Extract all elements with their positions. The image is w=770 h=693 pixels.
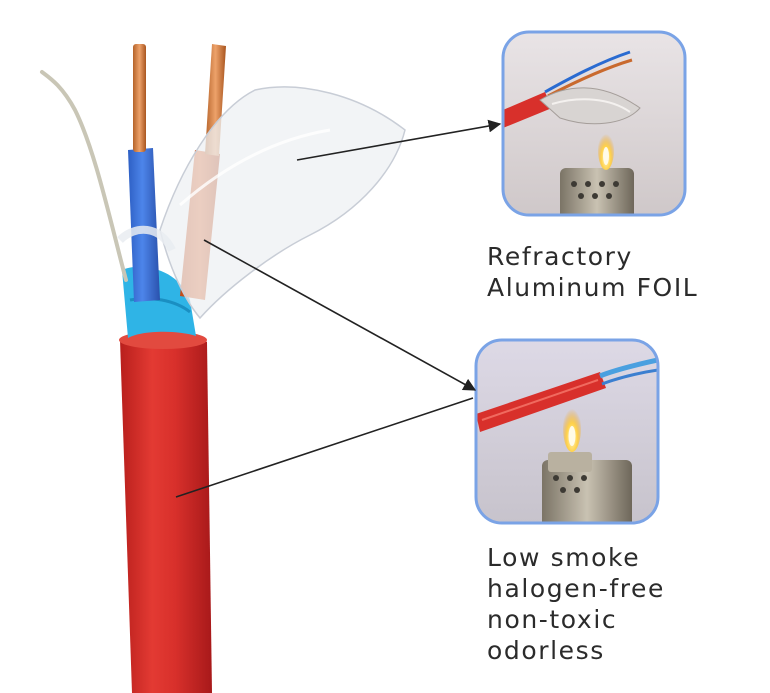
foil-test-photo [501,30,687,217]
sheath-label: Low smoke halogen-free non-toxic odorles… [487,542,665,666]
sheath-test-photo [474,338,660,525]
sheath-label-line: odorless [487,636,605,665]
sheath-label-line: Low smoke [487,543,641,572]
foil-wrap [159,86,406,320]
foil-photo-frame [501,30,687,217]
core-callout-arrow [203,239,477,391]
blue-core [128,148,160,302]
foil-label-line: Aluminum FOIL [487,273,699,302]
foil-callout-arrow [296,119,502,161]
sheath-label-line: non-toxic [487,605,618,634]
sheath-photo-frame [474,338,660,525]
sheath-cut-edge [119,331,207,349]
sheath-label-line: halogen-free [487,574,666,603]
sheath-callout-arrow [175,397,474,498]
red-sheath [120,333,212,693]
foil-label-line: Refractory [487,242,633,271]
foil-label: Refractory Aluminum FOIL [487,241,698,303]
drain-wire [40,70,128,282]
cable-main [40,44,406,693]
blue-core-conductor [133,44,146,152]
